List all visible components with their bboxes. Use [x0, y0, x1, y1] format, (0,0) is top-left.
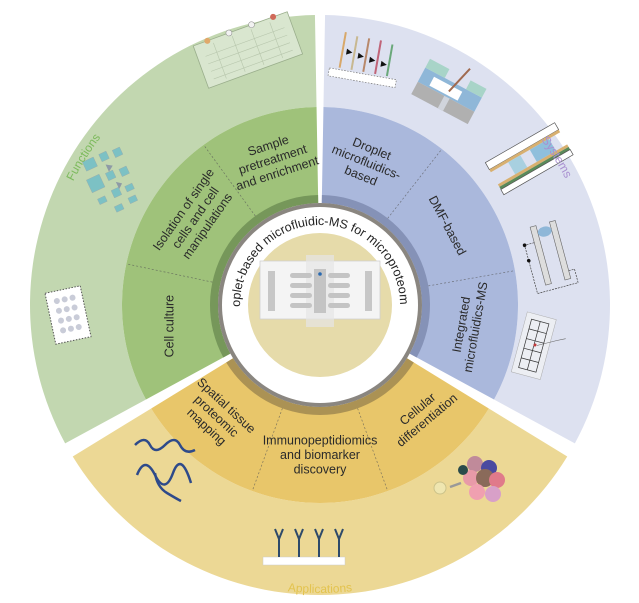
applications-outer-band [72, 408, 568, 595]
functions-item-label-line: Cell culture [162, 295, 176, 358]
functions-outer-band [30, 15, 317, 444]
applications-divider [251, 408, 283, 492]
emitter-grid-chip-icon [510, 311, 566, 380]
functions-inner-band [122, 107, 319, 400]
antibody-array-icon [262, 528, 346, 566]
functions-divider [203, 144, 256, 217]
functions-item-2: Cell culture [162, 295, 176, 358]
applications-ring-title: Applications [287, 580, 352, 596]
applications-item-label-line: Immunopeptidiomics [263, 434, 378, 448]
systems-divider [428, 270, 516, 287]
applications-item-label-line: and biomarker [280, 448, 360, 462]
capillary-array-icon [327, 32, 397, 89]
applications-item-label-line: discovery [294, 463, 348, 477]
cell-culture-plate-icon [44, 285, 92, 345]
microfluidic-chip-icon [259, 255, 381, 327]
systems-divider [387, 148, 443, 219]
protein-strand-icon [134, 438, 196, 503]
cell-trap-array-icon [82, 146, 138, 213]
applications-hub-edge [226, 358, 414, 415]
functions-hub-edge [210, 195, 319, 358]
cell-cluster-icon [433, 456, 505, 502]
systems-hub-edge [321, 195, 430, 358]
applications-inner-band [151, 358, 489, 503]
functions-divider [126, 263, 213, 283]
dmf-device-icon [484, 122, 574, 196]
systems-inner-band [321, 107, 518, 400]
illustrations [44, 11, 579, 566]
droplet-array-chip-icon [192, 11, 304, 89]
applications-divider [357, 408, 389, 492]
chip-cross-section-icon [411, 58, 487, 125]
